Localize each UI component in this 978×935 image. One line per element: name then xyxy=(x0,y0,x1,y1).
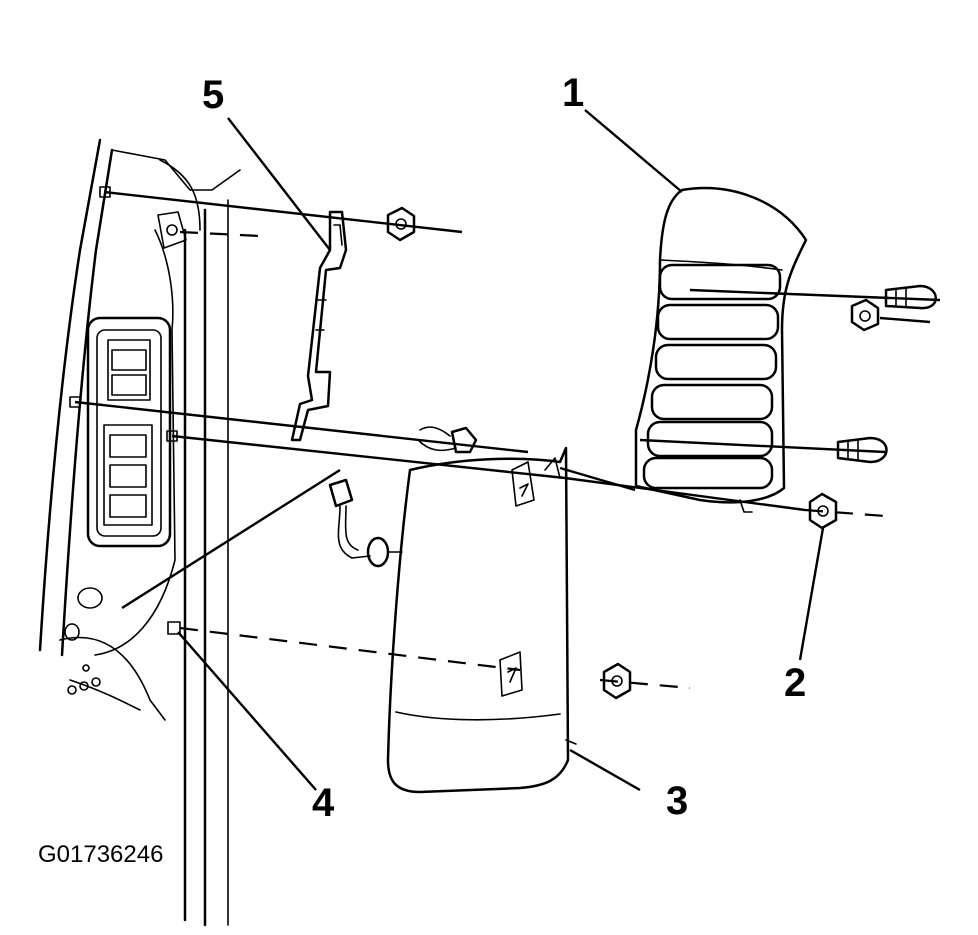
callout-2: 2 xyxy=(784,661,806,705)
upper-screw xyxy=(884,284,937,310)
vehicle-body-panel xyxy=(38,138,241,927)
leader-lines xyxy=(121,109,825,792)
bulb-socket-pigtail xyxy=(328,478,403,568)
callout-4: 4 xyxy=(312,781,335,825)
clip-nut xyxy=(417,426,478,454)
part-2-nut xyxy=(808,492,838,530)
mounting-studs xyxy=(69,186,181,635)
upper-lamp-assembly xyxy=(634,186,808,513)
lower-nut xyxy=(602,662,632,700)
callout-5: 5 xyxy=(202,73,224,117)
callout-1: 1 xyxy=(562,71,584,115)
right-nut xyxy=(850,298,880,332)
lower-lamp-housing xyxy=(386,446,577,794)
harness-bracket xyxy=(290,210,348,442)
figure-id: G01736246 xyxy=(38,841,163,868)
alignment-lines xyxy=(74,190,941,690)
lower-screw xyxy=(836,436,888,464)
callout-3: 3 xyxy=(666,779,688,823)
upper-nut xyxy=(386,206,416,242)
